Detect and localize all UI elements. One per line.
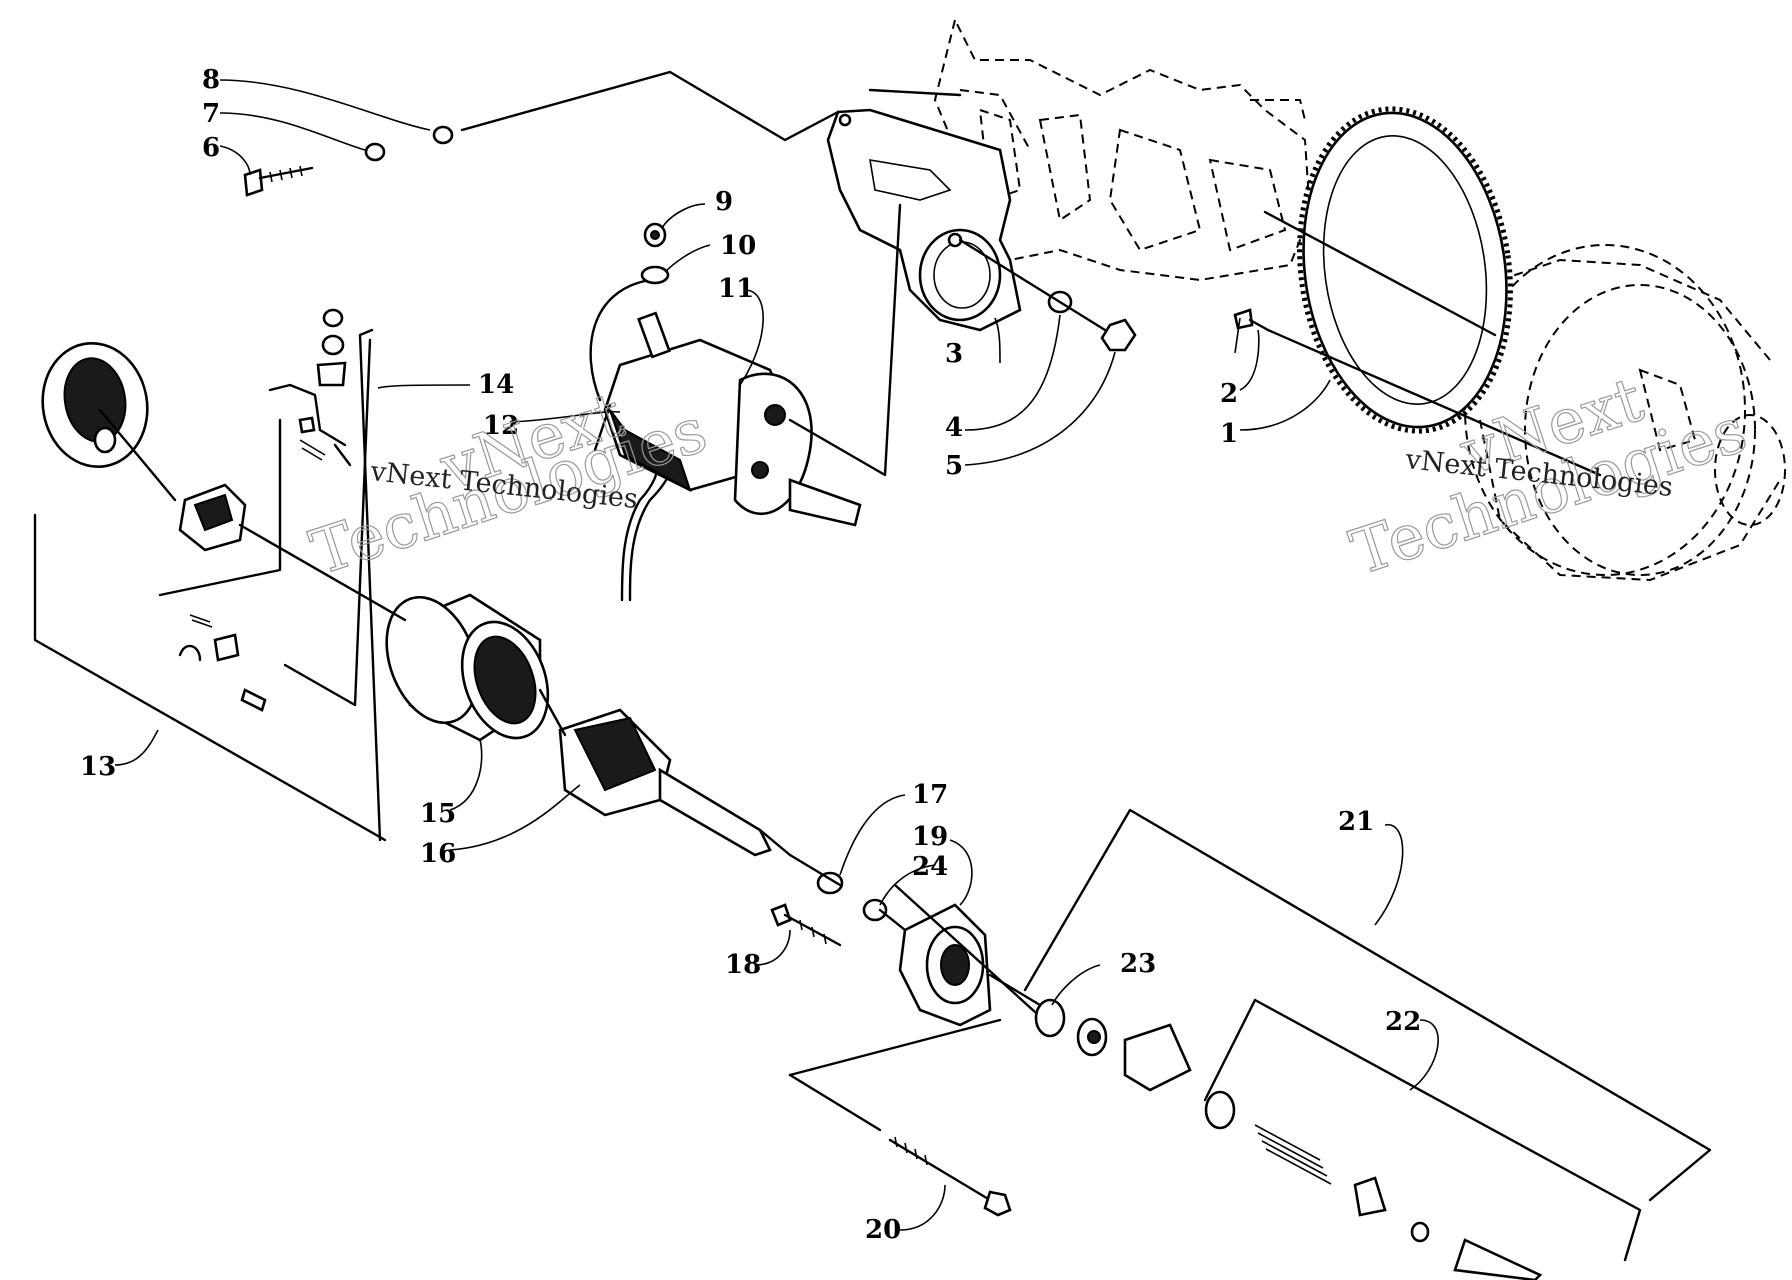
brush-springs	[178, 614, 267, 712]
callout-8: 8	[202, 65, 220, 95]
callout-12: 12	[483, 411, 519, 441]
callout-10: 10	[720, 231, 756, 261]
callout-14: 14	[478, 370, 514, 400]
callout-2: 2	[1220, 379, 1238, 409]
callout-6: 6	[202, 133, 220, 163]
drive-assembly	[1034, 998, 1543, 1280]
thrust-washer-17	[816, 871, 844, 895]
explosion-lines	[33, 70, 1712, 1262]
field-frame	[385, 593, 550, 742]
callout-5: 5	[945, 451, 963, 481]
callout-11: 11	[718, 274, 754, 304]
callout-17: 17	[912, 780, 948, 810]
end-cap	[41, 341, 149, 469]
brush-holder	[178, 483, 247, 552]
brush-hardware	[268, 308, 352, 467]
callout-24: 24	[912, 852, 948, 882]
solenoid-nut	[643, 222, 667, 248]
nut-5	[1100, 318, 1137, 352]
callout-18: 18	[725, 950, 761, 980]
armature	[558, 708, 792, 857]
leader-lines	[114, 79, 1439, 1231]
callout-19: 19	[912, 822, 948, 852]
callout-labels: 1 2 3 4 5 6 7 8 9 10 11 12 13 14 15 16 1…	[80, 65, 1421, 1245]
solenoid-washer	[640, 265, 670, 285]
mount-bolt-6	[243, 165, 314, 197]
thrust-washer-24	[862, 898, 888, 922]
callout-1: 1	[1220, 419, 1238, 449]
callout-15: 15	[420, 799, 456, 829]
washer-8	[432, 125, 454, 145]
mounting-bracket	[826, 108, 1022, 332]
through-bolt-18	[770, 903, 842, 947]
callout-7: 7	[202, 99, 220, 129]
through-bolt-20	[888, 1136, 1012, 1217]
washer-7	[364, 142, 386, 162]
callout-16: 16	[420, 839, 456, 869]
ring-gear	[1297, 106, 1513, 434]
callout-3: 3	[945, 339, 963, 369]
callout-20: 20	[865, 1215, 901, 1245]
clutch-housing-phantom	[1464, 244, 1786, 582]
callout-22: 22	[1385, 1007, 1421, 1037]
drive-housing	[898, 903, 992, 1027]
starter-solenoid	[589, 278, 862, 602]
callout-23: 23	[1120, 949, 1156, 979]
callout-13: 13	[80, 752, 116, 782]
callout-21: 21	[1338, 807, 1374, 837]
callout-4: 4	[945, 413, 963, 443]
callout-9: 9	[715, 187, 733, 217]
